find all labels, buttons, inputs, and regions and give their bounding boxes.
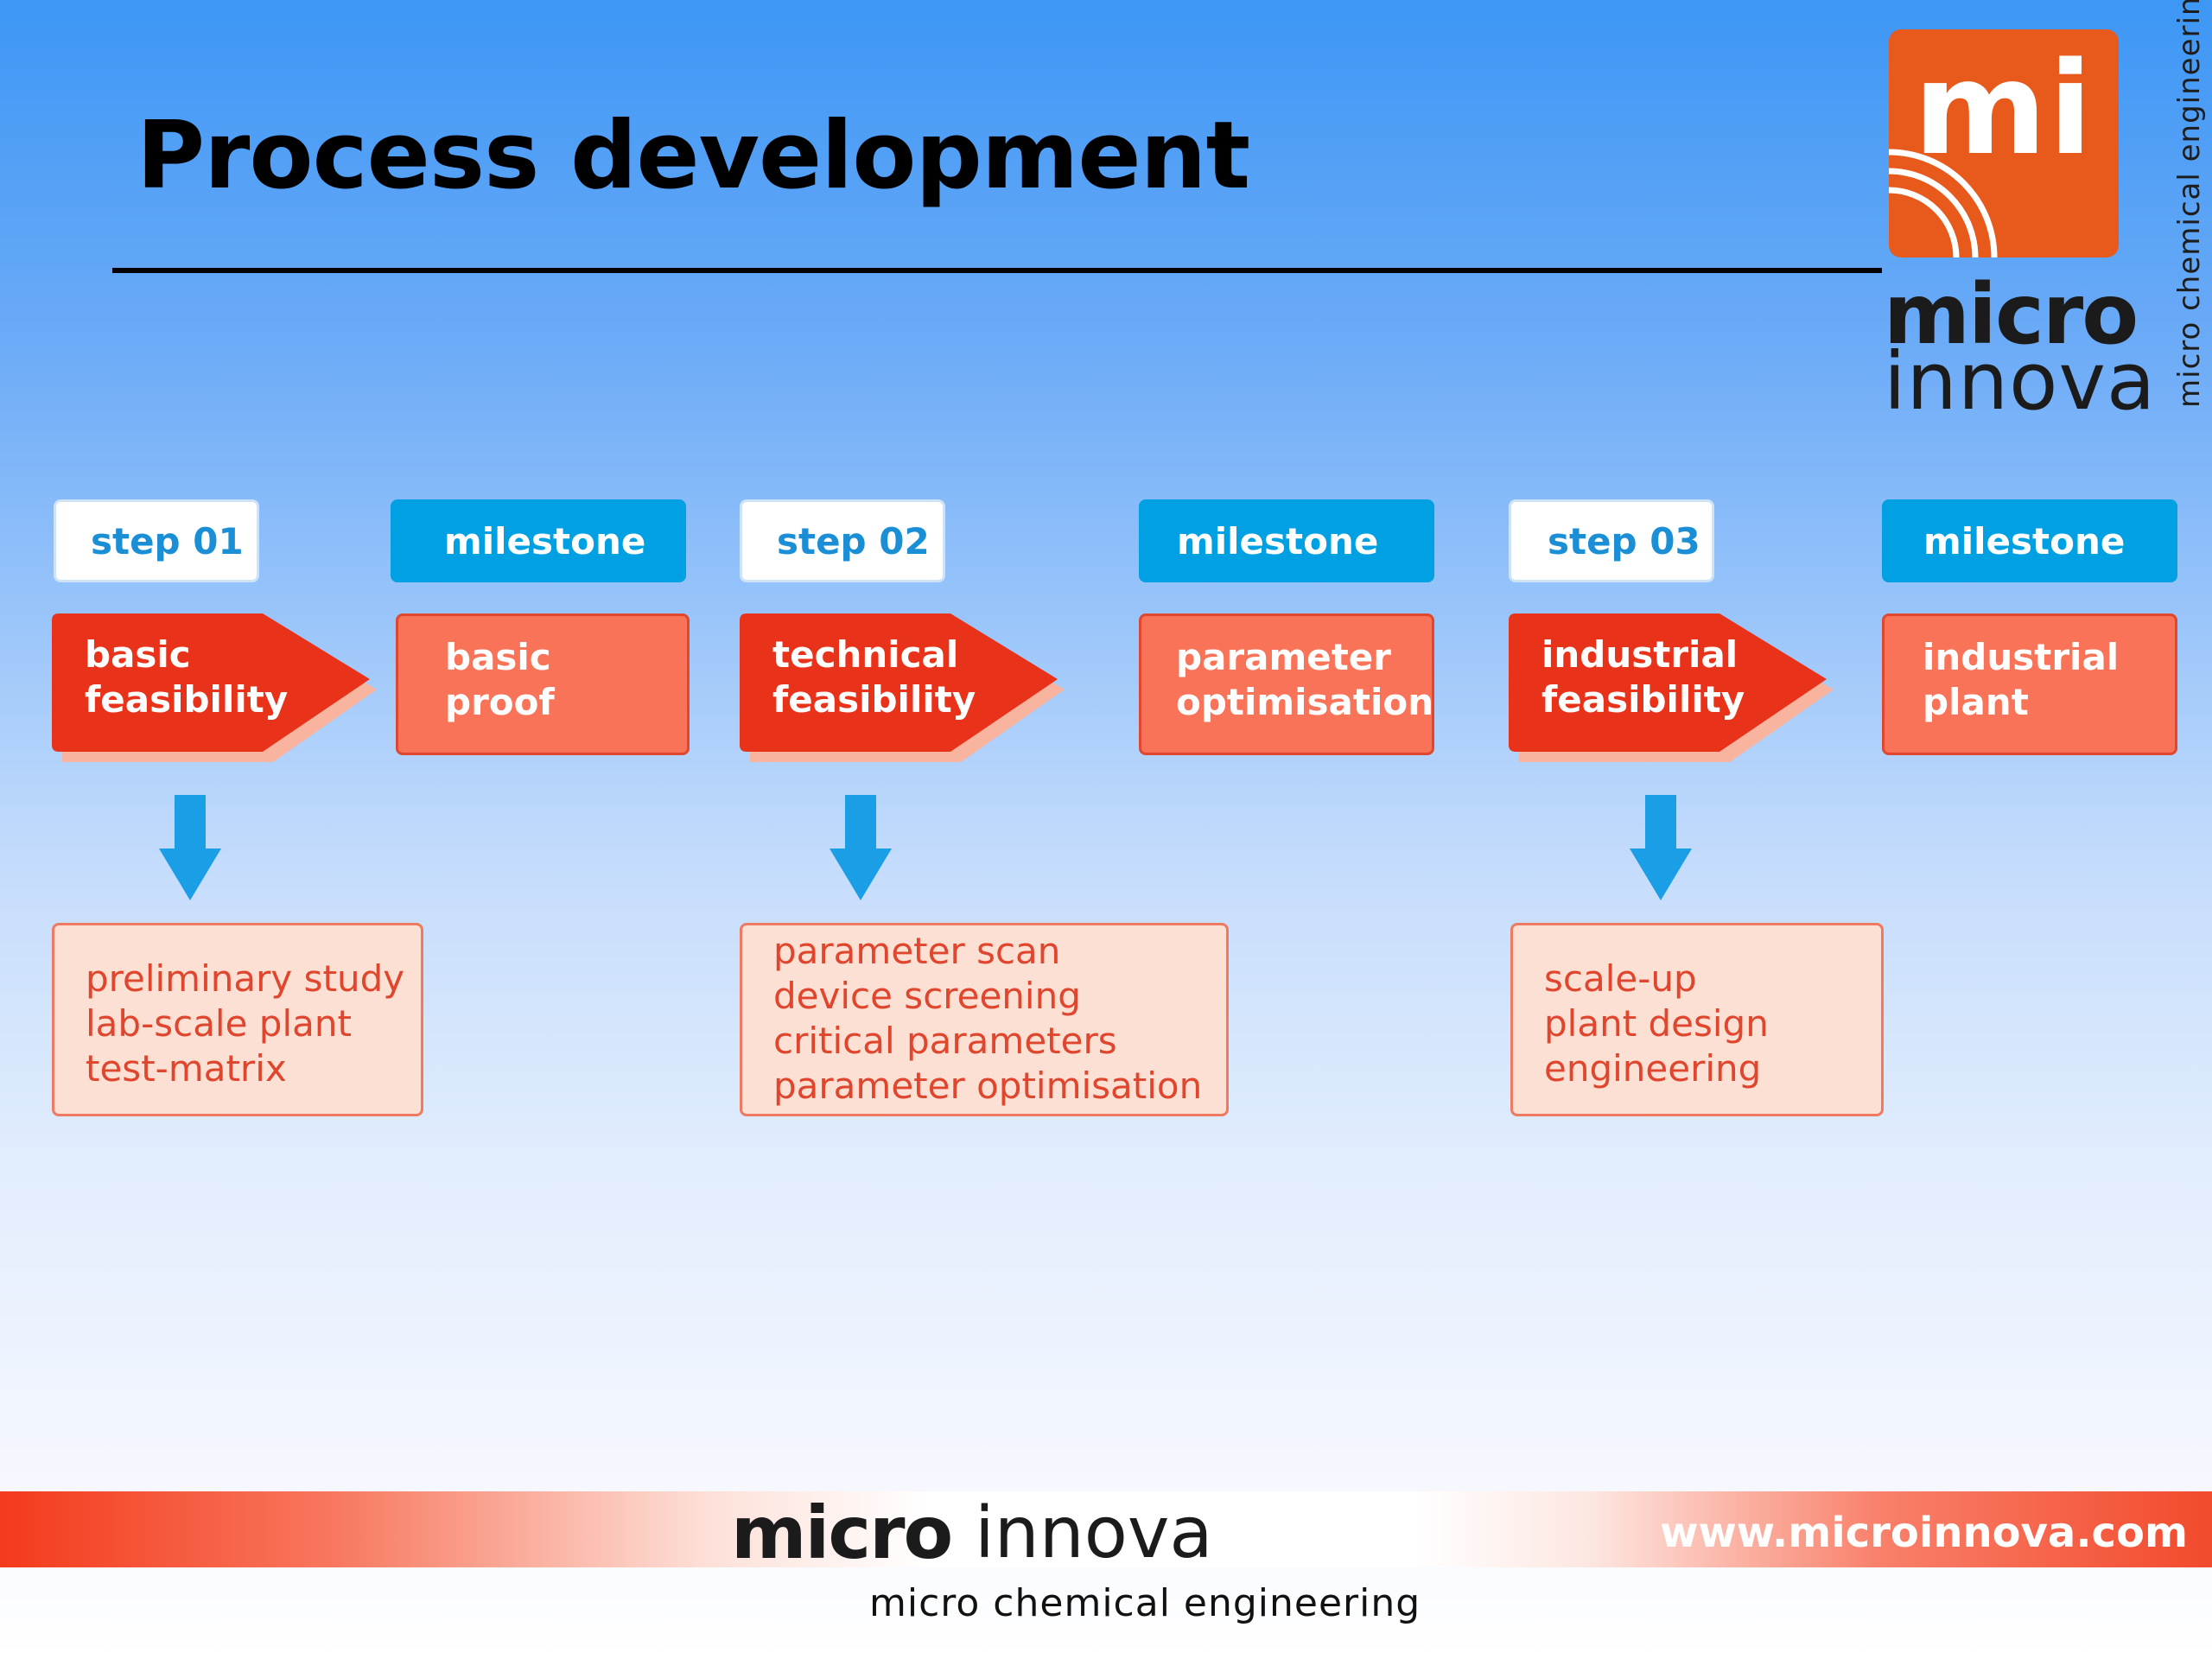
down-arrow-icon (159, 795, 221, 900)
detail-item: parameter scan (773, 930, 1061, 972)
label-step-02: step 02 (740, 499, 945, 582)
stage-basic-feasibility: basic feasibility (52, 613, 397, 766)
footer-logo-innova: innova (975, 1492, 1213, 1574)
milestone-label: basic proof (445, 636, 555, 723)
milestone-label: industrial plant (1923, 636, 2120, 723)
footer-tagline: micro chemical engineering (869, 1581, 1421, 1625)
logo-innova-text: innova (1884, 335, 2157, 428)
stage-industrial-feasibility: industrial feasibility (1509, 613, 1854, 766)
milestone-industrial-plant: industrial plant (1882, 613, 2177, 755)
page-title: Process development (137, 102, 1250, 210)
wave-icon (1889, 149, 1998, 257)
detail-item: device screening (773, 975, 1081, 1017)
footer-website-link[interactable]: www.microinnova.com (1660, 1509, 2188, 1557)
label-step-03: step 03 (1509, 499, 1714, 582)
detail-box-step-03: scale-up plant design engineering (1510, 923, 1884, 1116)
detail-box-step-02: parameter scan device screening critical… (740, 923, 1229, 1116)
stage-technical-feasibility: technical feasibility (740, 613, 1085, 766)
label-milestone-2: milestone (1139, 499, 1434, 582)
detail-box-step-01: preliminary study lab-scale plant test-m… (52, 923, 423, 1116)
logo-micro-text: micro (1884, 266, 2139, 363)
footer-logo-micro: micro (731, 1491, 953, 1575)
milestone-parameter-optimisation: parameter optimisation (1139, 613, 1434, 755)
detail-item: engineering (1544, 1047, 1762, 1090)
microinnova-logo-mark: mi (1889, 29, 2119, 257)
stage-label: industrial feasibility (1541, 633, 1745, 721)
footer-band (0, 1491, 2212, 1567)
logo-tagline: micro chemical engineering (2172, 0, 2207, 408)
milestone-basic-proof: basic proof (396, 613, 690, 755)
stage-arrow-shape (52, 613, 377, 762)
down-arrow-icon (830, 795, 892, 900)
title-divider (112, 268, 1882, 273)
stage-label: technical feasibility (772, 633, 976, 721)
detail-item: critical parameters (773, 1020, 1117, 1062)
label-step-01: step 01 (54, 499, 259, 582)
label-milestone-1: milestone (391, 499, 686, 582)
detail-item: plant design (1544, 1002, 1769, 1045)
logo-mark-letters: mi (1913, 35, 2094, 183)
detail-item: scale-up (1544, 957, 1697, 1000)
detail-item: lab-scale plant (86, 1002, 352, 1045)
down-arrow-icon (1630, 795, 1692, 900)
stage-arrow-shape (740, 613, 1065, 762)
stage-label: basic feasibility (85, 633, 289, 721)
detail-item: preliminary study (86, 957, 405, 1000)
detail-item: parameter optimisation (773, 1065, 1203, 1107)
label-milestone-3: milestone (1882, 499, 2177, 582)
detail-item: test-matrix (86, 1047, 287, 1090)
stage-arrow-shape (1509, 613, 1834, 762)
milestone-label: parameter optimisation (1176, 636, 1434, 723)
